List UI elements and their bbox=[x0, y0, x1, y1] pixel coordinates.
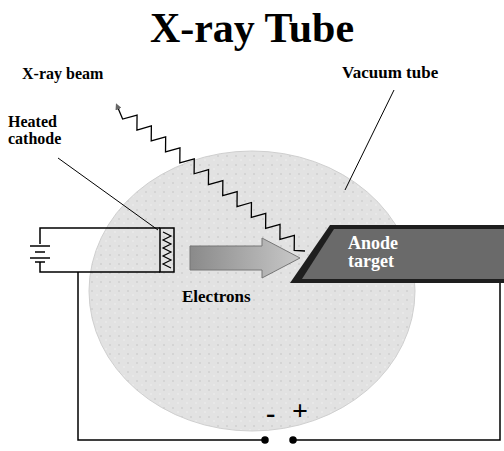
anode-target: Anode target bbox=[290, 224, 504, 284]
terminal-sign: + bbox=[292, 396, 308, 425]
leader-line bbox=[58, 158, 158, 230]
filament-circuit bbox=[30, 228, 174, 272]
electron-flow-arrow bbox=[190, 238, 300, 278]
x-ray-beam-wave bbox=[118, 108, 305, 251]
anode-outline bbox=[290, 224, 504, 284]
beam-label: X-ray beam bbox=[22, 66, 103, 83]
leader-line bbox=[345, 90, 394, 190]
cathode-label: Heated cathode bbox=[8, 114, 90, 148]
node-text: Anode target bbox=[348, 234, 428, 270]
terminal-sign: - bbox=[266, 398, 275, 427]
high-voltage-wiring bbox=[78, 262, 500, 443]
electrons-label: Electrons bbox=[182, 288, 251, 306]
diagram-title: X-ray Tube bbox=[0, 6, 504, 50]
tube-label: Vacuum tube bbox=[342, 64, 438, 82]
vacuum-envelope bbox=[89, 151, 415, 431]
